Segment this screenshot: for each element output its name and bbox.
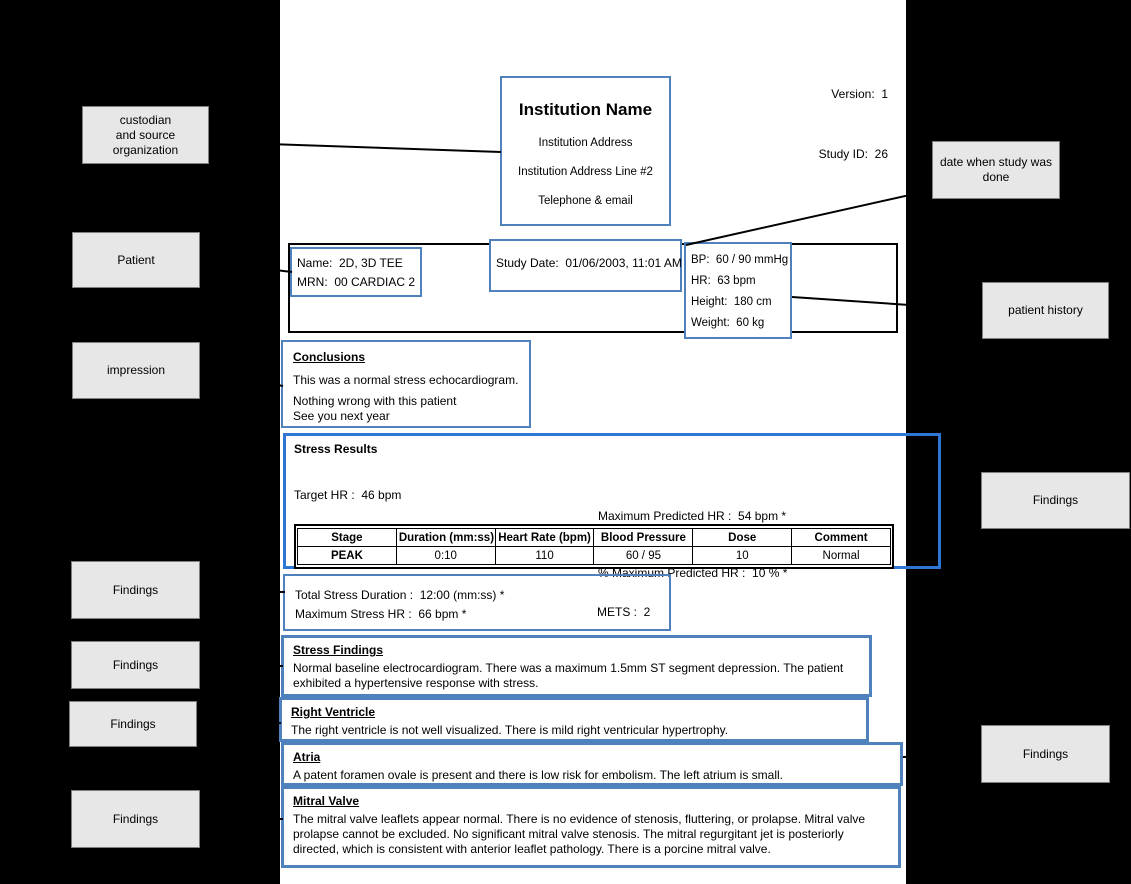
stress-predicted-values: Maximum Predicted HR : 54 bpm * % Maximu… — [598, 469, 787, 621]
annotation-findings-left-1: Findings — [71, 561, 200, 619]
cell-duration: 0:10 — [395, 546, 496, 565]
annotation-findings-left-3: Findings — [69, 701, 197, 747]
cell-stage: PEAK — [297, 546, 397, 565]
right-ventricle-title: Right Ventricle — [291, 705, 376, 719]
conclusions-line1: This was a normal stress echocardiogram. — [293, 373, 519, 387]
conclusions-line2: Nothing wrong with this patient See you … — [293, 394, 457, 423]
institution-address: Institution Address — [538, 137, 633, 149]
col-blood-pressure: Blood Pressure — [593, 528, 694, 547]
patient-name-line: Name: 2D, 3D TEE — [297, 256, 403, 270]
annotation-patient-history: patient history — [982, 282, 1109, 339]
annotation-impression: impression — [72, 342, 200, 399]
atria-body: A patent foramen ovale is present and th… — [293, 768, 783, 782]
annotation-custodian: custodian and source organization — [82, 106, 209, 164]
max-predicted-hr: Maximum Predicted HR : 54 bpm * — [598, 509, 787, 523]
right-ventricle-body: The right ventricle is not well visualiz… — [291, 723, 729, 737]
stress-findings-section: Stress Findings Normal baseline electroc… — [281, 635, 872, 697]
pct-max-predicted-hr: % Maximum Predicted HR : 10 % * — [598, 566, 788, 580]
col-heart-rate: Heart Rate (bpm) — [494, 528, 595, 547]
patient-id-box: Name: 2D, 3D TEE MRN: 00 CARDIAC 2 — [290, 247, 422, 297]
total-stress-duration: Total Stress Duration : 12:00 (mm:ss) * — [295, 588, 505, 602]
annotation-findings-right-1: Findings — [981, 472, 1130, 529]
study-date-box: Study Date: 01/06/2003, 11:01 AM — [489, 239, 682, 292]
institution-address2: Institution Address Line #2 — [518, 166, 653, 178]
target-hr: Target HR : 46 bpm — [294, 488, 402, 502]
mitral-valve-section: Mitral Valve The mitral valve leaflets a… — [281, 786, 901, 868]
mitral-valve-body: The mitral valve leaflets appear normal.… — [293, 812, 866, 856]
col-comment: Comment — [791, 528, 891, 547]
stress-findings-title: Stress Findings — [293, 643, 384, 657]
stress-results-section: Stress Results Maximum Predicted HR : 54… — [283, 433, 941, 580]
mitral-valve-title: Mitral Valve — [293, 794, 360, 808]
cell-comment: Normal — [791, 546, 891, 565]
mets-value: METS : 2 — [597, 605, 651, 619]
col-dose: Dose — [692, 528, 793, 547]
annotation-patient: Patient — [72, 232, 200, 288]
max-stress-hr: Maximum Stress HR : 66 bpm * — [295, 607, 467, 621]
hr-line: HR: 63 bpm — [691, 275, 756, 287]
stress-findings-body: Normal baseline electrocardiogram. There… — [293, 661, 844, 690]
annotation-findings-left-4: Findings — [71, 790, 200, 848]
right-ventricle-section: Right Ventricle The right ventricle is n… — [279, 697, 869, 742]
stress-summary-box: Total Stress Duration : 12:00 (mm:ss) * … — [283, 574, 671, 631]
cell-dose: 10 — [692, 546, 793, 565]
study-id-line: Study ID: 26 — [818, 147, 888, 161]
weight-line: Weight: 60 kg — [691, 317, 765, 329]
bp-line: BP: 60 / 90 mmHg — [691, 254, 789, 266]
col-duration: Duration (mm:ss) — [395, 528, 496, 547]
annotation-findings-right-2: Findings — [981, 725, 1110, 783]
institution-name: Institution Name — [518, 100, 653, 119]
conclusions-section: Conclusions This was a normal stress ech… — [281, 340, 531, 428]
conclusions-title: Conclusions — [293, 350, 366, 364]
institution-box: Institution Name Institution Address Ins… — [500, 76, 671, 226]
stress-results-title: Stress Results — [294, 442, 378, 456]
table-header-row: Stage Duration (mm:ss) Heart Rate (bpm) … — [297, 528, 891, 547]
col-stage: Stage — [297, 528, 397, 547]
report-page: Version: 1 Study ID: 26 Institution Name… — [279, 0, 941, 884]
table-row: PEAK 0:10 110 60 / 95 10 Normal — [297, 546, 891, 565]
annotation-findings-left-2: Findings — [71, 641, 200, 689]
height-line: Height: 180 cm — [691, 296, 772, 308]
atria-title: Atria — [293, 750, 321, 764]
version-line: Version: 1 — [831, 87, 888, 101]
vitals-box: BP: 60 / 90 mmHg HR: 63 bpm Height: 180 … — [684, 242, 792, 339]
stress-stage-table: Stage Duration (mm:ss) Heart Rate (bpm) … — [294, 524, 894, 569]
annotation-study-date: date when study was done — [932, 141, 1060, 199]
study-date-line: Study Date: 01/06/2003, 11:01 AM — [496, 256, 682, 270]
institution-contact: Telephone & email — [538, 195, 633, 207]
cell-blood-pressure: 60 / 95 — [593, 546, 694, 565]
cell-heart-rate: 110 — [494, 546, 595, 565]
patient-mrn-line: MRN: 00 CARDIAC 2 — [297, 275, 416, 289]
atria-section: Atria A patent foramen ovale is present … — [281, 742, 903, 786]
version-block: Version: 1 Study ID: 26 — [819, 44, 888, 204]
